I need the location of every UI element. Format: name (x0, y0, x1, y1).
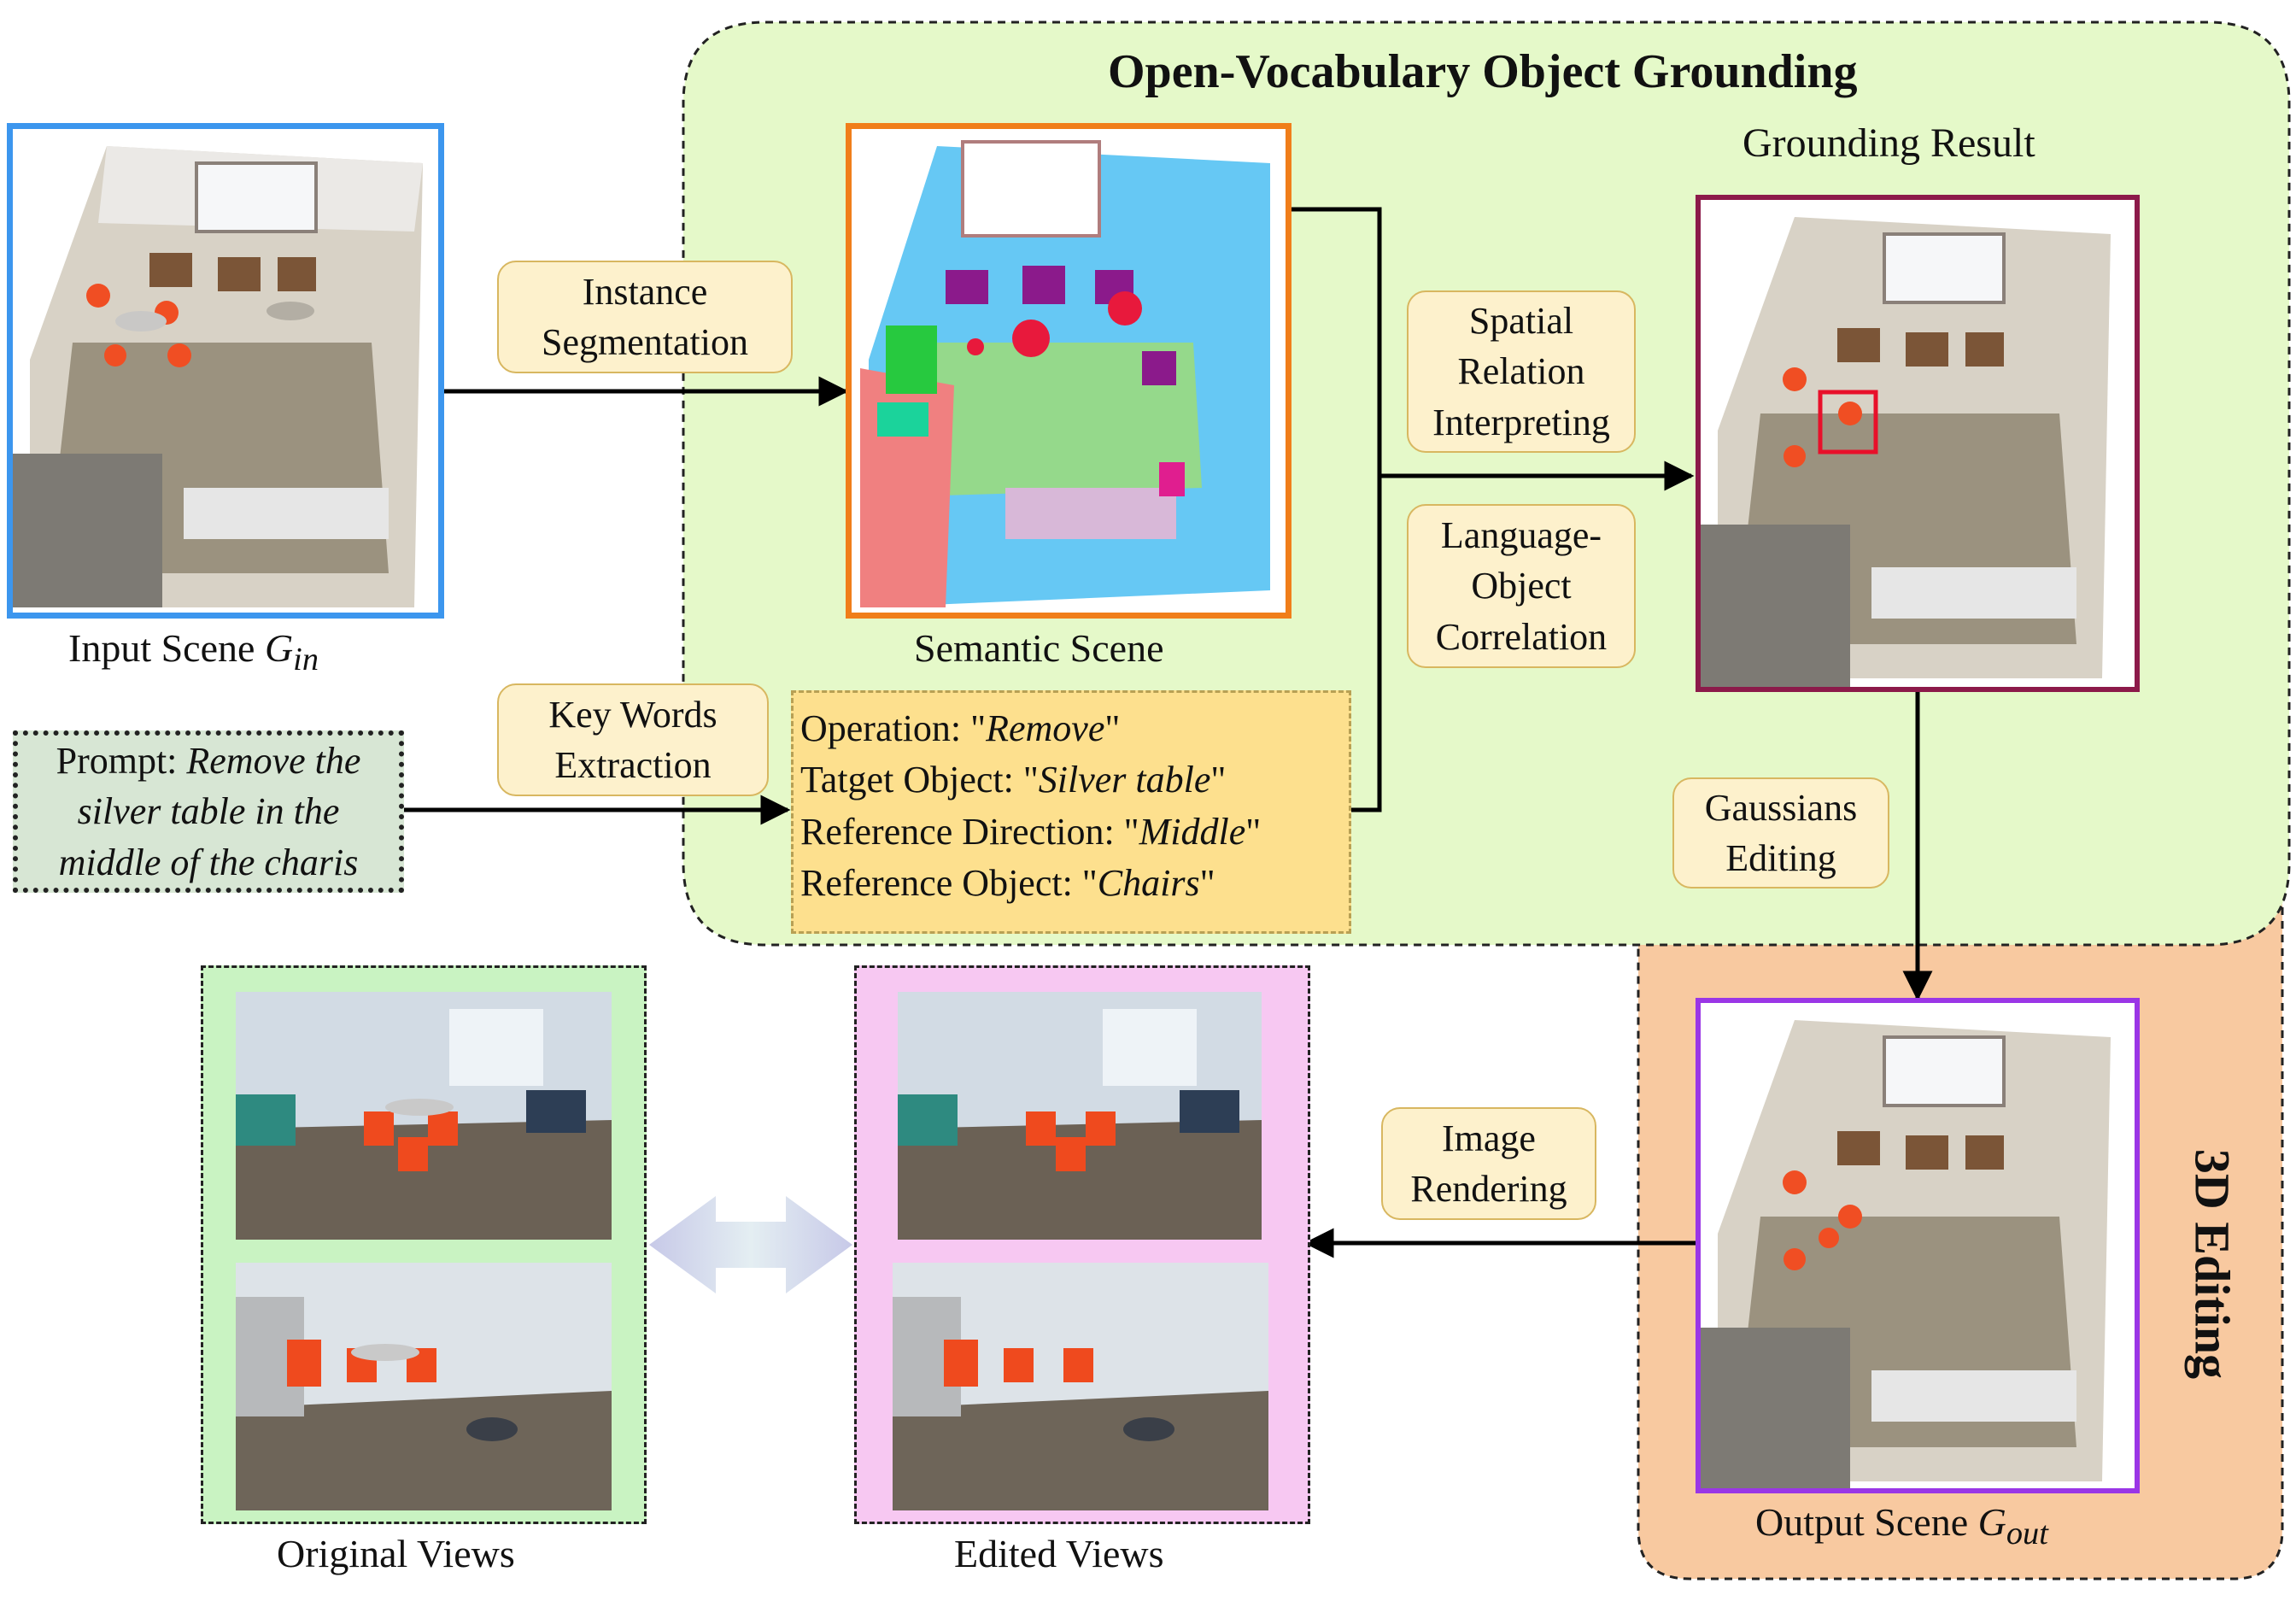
semantic-scene-image (860, 140, 1270, 607)
semantic-scene-caption: Semantic Scene (914, 626, 1164, 670)
keyword-operation: Operation: "Remove" (800, 707, 1121, 749)
edited-view-top (898, 992, 1262, 1240)
original-views-caption: Original Views (277, 1532, 515, 1575)
original-view-bottom (236, 1263, 612, 1510)
keyword-reference-object: Reference Object: "Chairs" (800, 861, 1215, 904)
input-scene-caption: Input Scene Gin (68, 626, 319, 678)
grounding-result-caption: Grounding Result (1742, 120, 2035, 166)
original-views-panel (201, 965, 647, 1524)
grounding-title: Open-Vocabulary Object Grounding (1108, 45, 1858, 98)
keyword-reference-direction: Reference Direction: "Middle" (800, 810, 1262, 853)
prompt-box: Prompt: Remove the silver table in the m… (13, 730, 404, 893)
output-scene-image (1701, 1020, 2111, 1488)
edited-views-panel (854, 965, 1310, 1524)
output-scene-frame (1696, 998, 2140, 1493)
editing-title: 3D Editing (2184, 1148, 2240, 1380)
keywords-box: Operation: "Remove" Tatget Object: "Silv… (791, 690, 1351, 934)
semantic-scene-frame (846, 123, 1292, 619)
original-view-top (236, 992, 612, 1240)
grounding-result-image (1701, 217, 2111, 687)
keyword-target-object: Tatget Object: "Silver table" (800, 759, 1227, 801)
double-arrow (649, 1196, 852, 1293)
connector-semantic-right (1292, 207, 1382, 812)
input-scene-image (13, 146, 423, 607)
input-scene-frame (7, 123, 444, 619)
edited-view-bottom (893, 1263, 1268, 1510)
output-scene-caption: Output Scene Gout (1755, 1500, 2048, 1552)
edited-views-caption: Edited Views (954, 1532, 1164, 1575)
grounding-result-frame (1696, 195, 2140, 692)
